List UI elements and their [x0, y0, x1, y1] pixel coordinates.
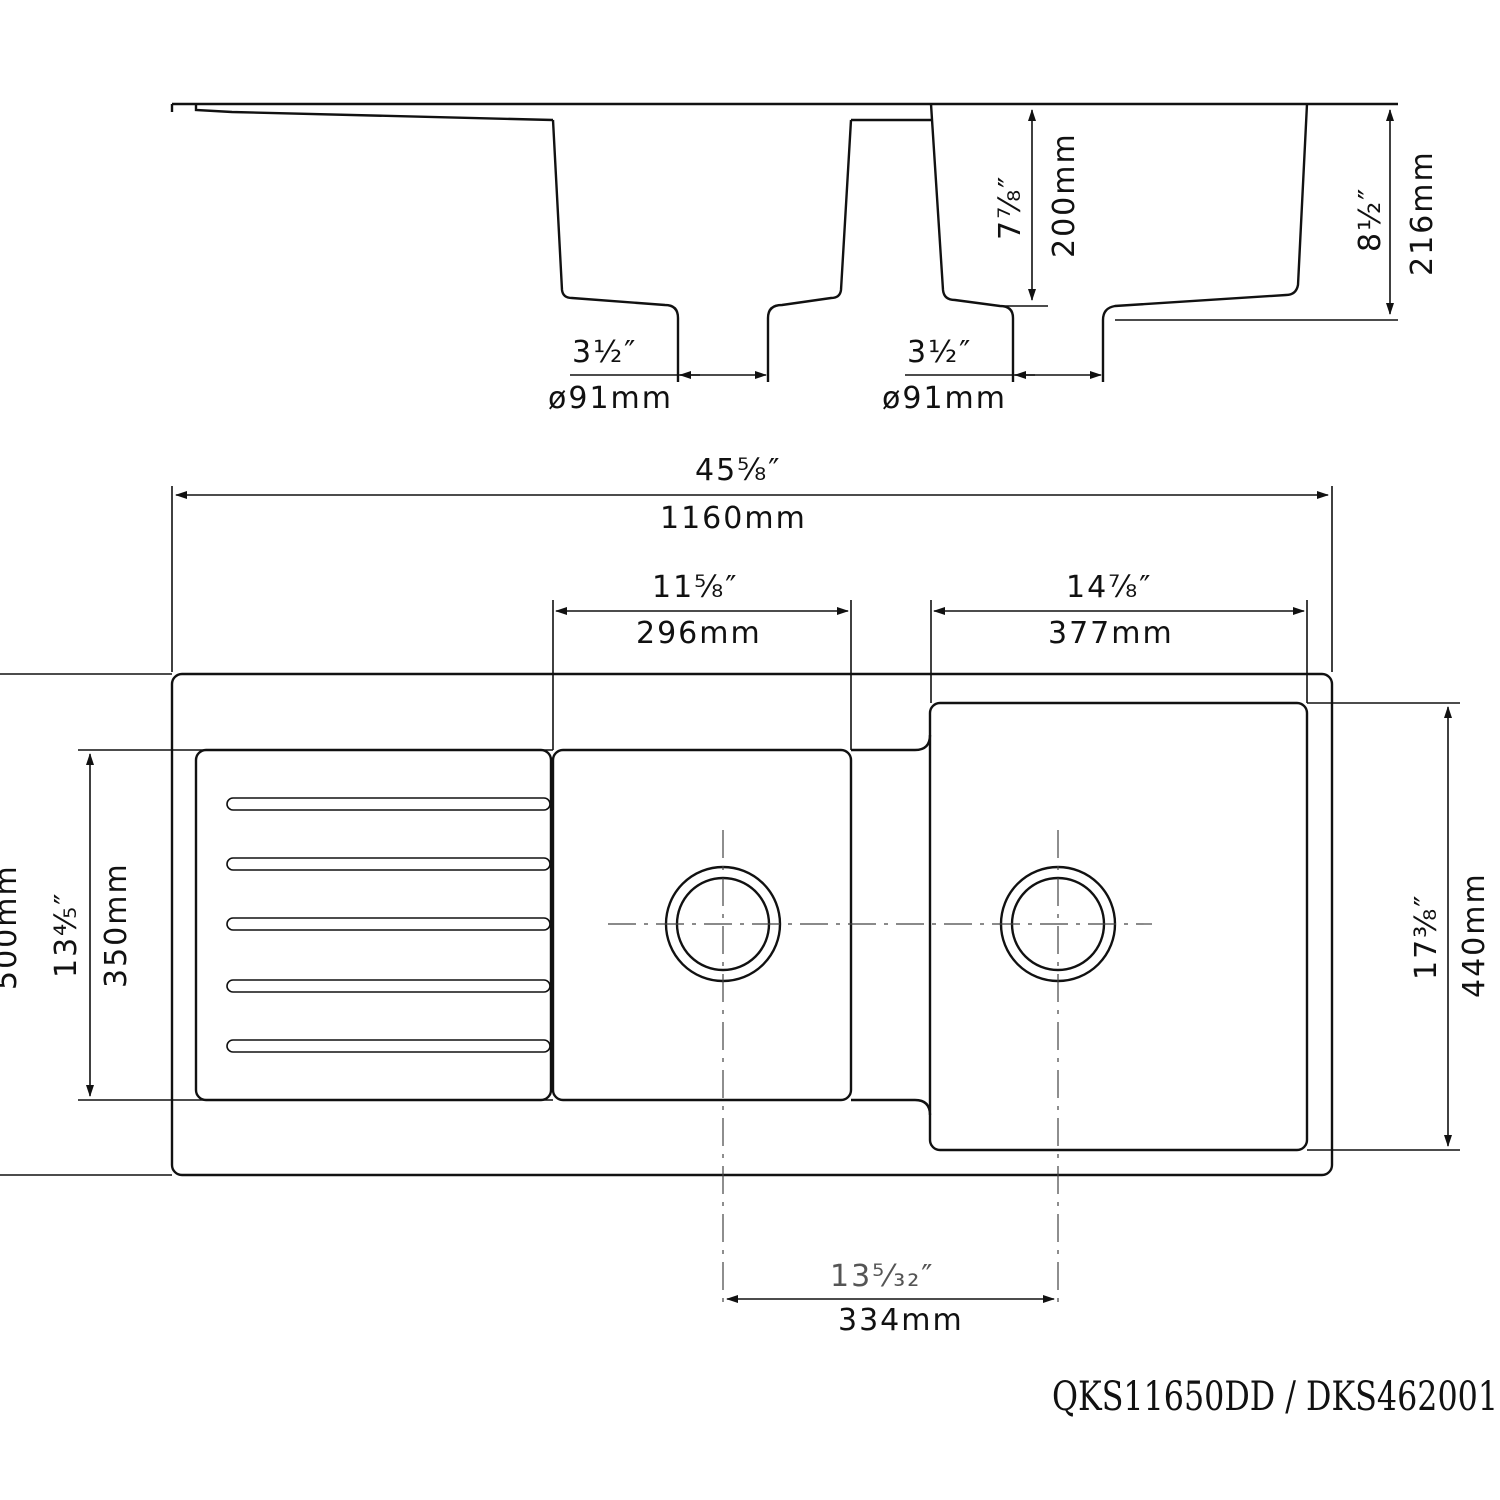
- drain-right-mm: ø91mm: [882, 381, 1007, 416]
- large-bowl-depth-label: 17⅜″ 440mm: [1409, 872, 1492, 998]
- small-bowl-depth-label: 13⅘″ 350mm: [49, 862, 134, 988]
- small-bowl-depth-in: 13⅘″: [49, 892, 84, 978]
- drain-spacing-label: 13⁵⁄₃₂″ 334mm: [830, 1259, 964, 1338]
- drain-left-in: 3½″: [572, 335, 637, 370]
- drain-groove-1: [226, 797, 551, 811]
- large-bowl: [928, 701, 1309, 1152]
- depth-large-in: 8½″: [1353, 187, 1388, 252]
- depth-small-label: 7⅞″ 200mm: [993, 132, 1082, 258]
- overall-width-in: 45⅝″: [695, 453, 781, 488]
- depth-large-mm: 216mm: [1405, 150, 1440, 276]
- drain-spacing-in: 13⁵⁄₃₂″: [830, 1259, 934, 1294]
- overall-width-label: 45⅝″ 1160mm: [660, 453, 807, 536]
- large-bowl-depth-mm: 440mm: [1457, 872, 1492, 998]
- drain-groove-2: [226, 857, 551, 871]
- small-bowl-width-label: 11⅝″ 296mm: [636, 570, 762, 651]
- drainboard: [194, 748, 553, 1102]
- small-bowl-width-mm: 296mm: [636, 616, 762, 651]
- large-bowl-width-in: 14⅞″: [1066, 570, 1152, 605]
- drain-left-mm: ø91mm: [548, 381, 673, 416]
- top-plan-view: [0, 486, 1460, 1308]
- overall-depth-mm: 500mm: [0, 864, 24, 990]
- overall-width-mm: 1160mm: [660, 501, 807, 536]
- small-bowl-width-in: 11⅝″: [652, 570, 738, 605]
- side-section-view: [170, 102, 1398, 382]
- drain-left-label: 3½″ ø91mm: [548, 335, 673, 416]
- depth-small-mm: 200mm: [1047, 132, 1082, 258]
- drain-groove-5: [226, 1039, 551, 1053]
- large-bowl-depth-in: 17⅜″: [1409, 894, 1444, 980]
- large-bowl-width-mm: 377mm: [1048, 616, 1174, 651]
- sink-outline: [170, 672, 1334, 1177]
- drain-spacing-mm: 334mm: [838, 1303, 964, 1338]
- drain-groove-4: [226, 979, 551, 993]
- drain-right-in: 3½″: [907, 335, 972, 370]
- small-bowl-depth-mm: 350mm: [99, 862, 134, 988]
- depth-small-in: 7⅞″: [993, 175, 1028, 240]
- large-bowl-width-label: 14⅞″ 377mm: [1048, 570, 1174, 651]
- overall-depth-label: 500mm: [0, 864, 24, 990]
- model-number: QKS11650DD / DKS462001: [1052, 1374, 1498, 1420]
- drain-right-label: 3½″ ø91mm: [882, 335, 1007, 416]
- small-bowl: [551, 748, 853, 1102]
- depth-large-label: 8½″ 216mm: [1353, 150, 1440, 276]
- drain-groove-3: [226, 917, 551, 931]
